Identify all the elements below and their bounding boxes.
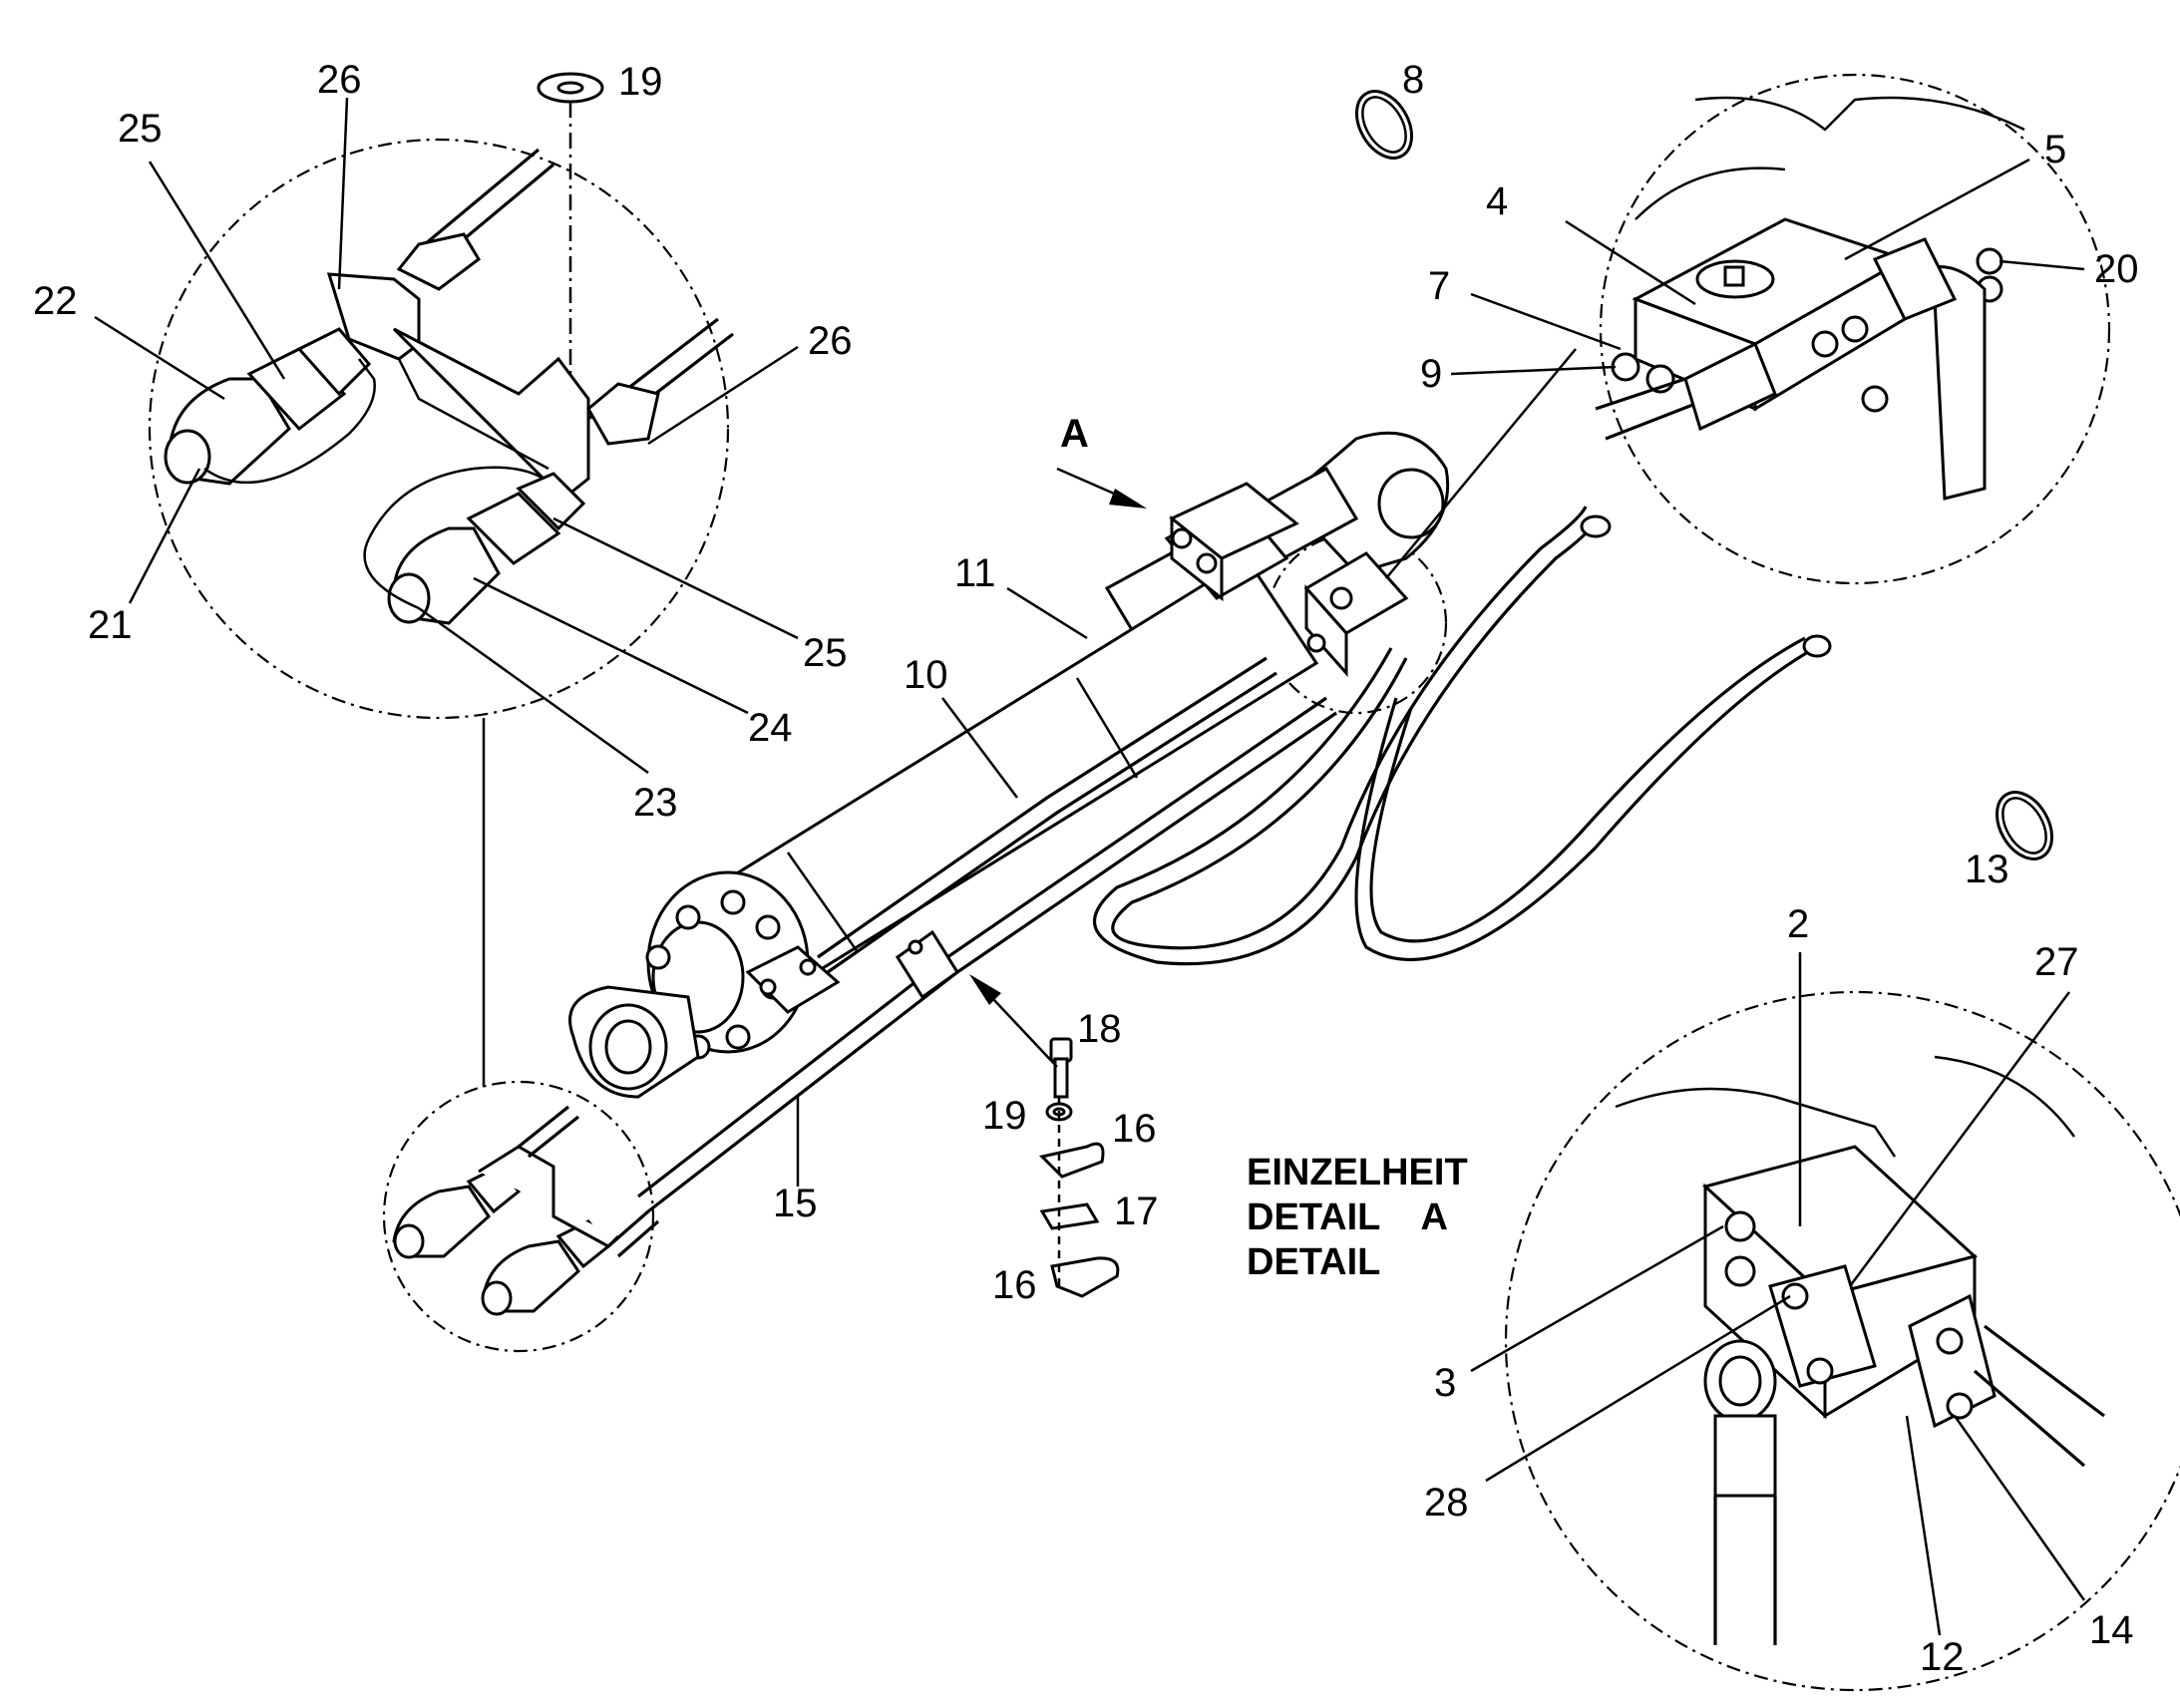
- callout-22: 22: [33, 279, 78, 323]
- callout-19-lower: 19: [982, 1094, 1027, 1138]
- o-ring-8: [1355, 90, 1413, 160]
- view-arrow-a: [1056, 467, 1147, 509]
- callout-10: 10: [904, 653, 948, 697]
- hydraulic-cylinder: [568, 431, 1450, 1099]
- quick-coupling-upper: [164, 327, 376, 486]
- detail-heading-line-3: DETAIL: [1247, 1241, 1380, 1283]
- detail-heading-line-2: DETAIL A: [1247, 1196, 1448, 1238]
- callout-8: 8: [1402, 58, 1424, 102]
- quick-coupling-lower: [363, 466, 586, 625]
- o-ring-13: [1996, 791, 2053, 860]
- detail-bottom-right-valve: [1615, 1055, 2105, 1645]
- callout-12: 12: [1920, 1635, 1965, 1679]
- detail-heading: EINZELHEIT DETAIL A DETAIL: [1247, 1152, 1468, 1283]
- callout-16-upper: 16: [1112, 1107, 1157, 1151]
- callout-4: 4: [1486, 179, 1508, 223]
- detail-circle-top-left: [148, 138, 730, 720]
- callout-28: 28: [1424, 1481, 1469, 1525]
- callout-14: 14: [2089, 1608, 2134, 1652]
- callout-23: 23: [633, 781, 678, 825]
- callout-16-lower: 16: [992, 1263, 1037, 1307]
- callout-27: 27: [2034, 940, 2079, 984]
- callout-21: 21: [88, 603, 133, 647]
- callout-26-top: 26: [317, 58, 362, 102]
- screw-18: [1049, 1037, 1073, 1099]
- pipe-clamp: [895, 929, 960, 1000]
- callout-17: 17: [1114, 1190, 1159, 1233]
- callout-9: 9: [1420, 352, 1442, 396]
- callout-13: 13: [1965, 848, 2009, 891]
- callout-11: 11: [954, 551, 996, 595]
- clamp-half-16-lower: [1050, 1256, 1120, 1298]
- washer-19-top: [537, 72, 604, 374]
- detail-bottom-left-couplings: [392, 1105, 660, 1316]
- detail-top-left-bracket: [326, 272, 590, 502]
- callout-3: 3: [1434, 1361, 1456, 1405]
- detail-circle-top-right: [1599, 73, 2111, 585]
- callout-7: 7: [1428, 264, 1450, 308]
- detail-heading-line-1: EINZELHEIT: [1247, 1152, 1468, 1194]
- detail-top-left-pipe-upper: [396, 148, 555, 291]
- detail-circle-bottom-left: [382, 1080, 655, 1353]
- hose-long-right: [1354, 634, 1832, 962]
- callout-19-top: 19: [618, 60, 663, 104]
- callout-25-lower: 25: [803, 631, 848, 675]
- detail-top-right-valve: [1595, 96, 2025, 501]
- valve-block-small: [1303, 551, 1409, 677]
- callout-18: 18: [1077, 1007, 1122, 1051]
- detail-top-left-pipe-lower: [586, 317, 734, 446]
- clamp-arrow: [969, 974, 1058, 1068]
- clamp-half-16-upper: [1039, 1142, 1105, 1179]
- valve-block-rod-end: [1169, 482, 1299, 602]
- callout-26-right: 26: [808, 319, 853, 363]
- hose-large-loop: [1092, 506, 1612, 966]
- callout-2: 2: [1787, 902, 1809, 946]
- pipe-10: [817, 656, 1277, 974]
- callout-labels: 26 19 25 22 26 21 25 24 23 8 4 5 7 20 9 …: [33, 58, 2139, 1679]
- callout-24: 24: [748, 706, 793, 750]
- callout-5: 5: [2044, 128, 2066, 171]
- callout-20: 20: [2094, 247, 2139, 291]
- callout-25-top: 25: [118, 107, 163, 151]
- view-arrow-label: A: [1060, 412, 1089, 456]
- leader-lines: [94, 97, 2086, 1636]
- callout-15: 15: [773, 1182, 818, 1225]
- plate-17: [1039, 1202, 1100, 1230]
